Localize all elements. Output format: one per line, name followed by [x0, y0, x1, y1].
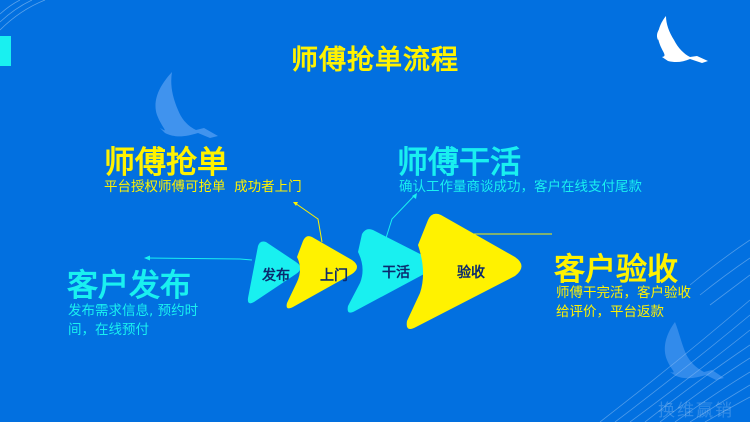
eagle-watermark-icon: [155, 72, 218, 138]
eagle-watermark-icon: [664, 322, 724, 380]
watermark-text: 换维赢销: [658, 401, 734, 421]
step-label-work: 干活: [382, 265, 410, 281]
accent-bar: [0, 36, 11, 66]
connector-lines: [144, 193, 552, 261]
connector-work: [385, 194, 416, 239]
grab-heading: 师傅抢单: [104, 145, 228, 181]
corner-arcs-bottom-right: [599, 239, 750, 422]
accept-description-line1: 师傅干完活，客户验收: [556, 285, 691, 301]
publish-description-line1: 发布需求信息, 预约时: [68, 303, 199, 319]
step-label-door: 上门: [320, 268, 348, 284]
step-arrow-work: [347, 229, 432, 313]
publish-description-line2: 间，在线预付: [68, 322, 149, 338]
process-arrows: [247, 213, 522, 329]
corner-arcs-top-left: [0, 0, 46, 31]
step-label-publish: 发布: [262, 268, 290, 284]
connector-publish: [145, 257, 253, 261]
accept-description-line2: 给评价，平台返款: [556, 304, 664, 320]
publish-heading: 客户发布: [67, 268, 191, 304]
grab-description: 平台授权师傅可抢单 成功者上门: [104, 179, 302, 195]
step-arrow-accept: [406, 213, 522, 329]
step-arrow-publish: [247, 241, 301, 304]
connector-grab: [294, 202, 323, 243]
work-heading: 师傅干活: [397, 145, 521, 181]
work-description: 确认工作量商谈成功，客户在线支付尾款: [399, 179, 642, 195]
accept-heading: 客户验收: [554, 252, 678, 288]
step-label-accept: 验收: [457, 265, 485, 281]
eagle-logo-icon: [656, 16, 708, 63]
step-arrow-door: [286, 236, 357, 309]
page-title: 师傅抢单流程: [291, 45, 459, 76]
